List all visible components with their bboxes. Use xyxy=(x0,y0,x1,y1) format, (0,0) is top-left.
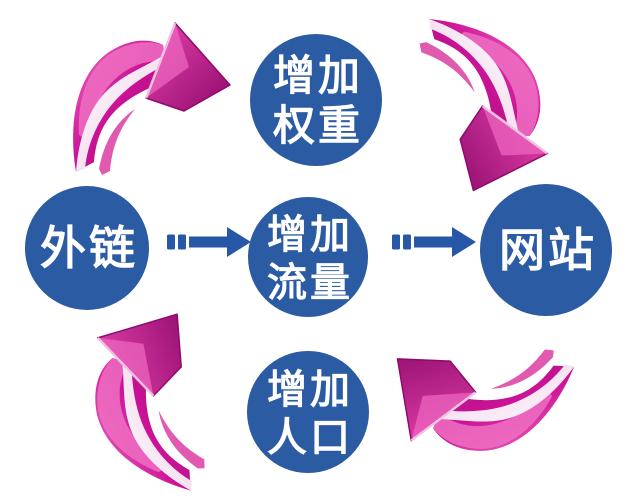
dashed-arrow-left-icon xyxy=(167,227,251,257)
node-label-right: 网站 xyxy=(499,223,597,277)
node-circle-bottom xyxy=(247,351,369,473)
node-label-top-line1: 增加 xyxy=(273,51,363,100)
node-label-center-line2: 流量 xyxy=(267,260,353,306)
node-circle-right xyxy=(480,184,612,316)
node-increase-weight: 增加 权重 xyxy=(250,34,382,166)
node-circle-top xyxy=(250,34,382,166)
node-label-bottom-line2: 人口 xyxy=(267,415,353,461)
node-label-top-line2: 权重 xyxy=(272,101,363,150)
curved-arrow-top-left-icon xyxy=(71,21,232,177)
node-label-center-line1: 增加 xyxy=(267,212,353,258)
node-external-links: 外链 xyxy=(25,186,149,310)
dashed-arrow-right-icon xyxy=(392,227,476,257)
curved-arrow-top-right-icon xyxy=(385,14,576,208)
node-circle-center xyxy=(248,197,368,317)
node-increase-population: 增加 人口 xyxy=(247,351,369,473)
node-website: 网站 xyxy=(480,184,612,316)
node-label-left: 外链 xyxy=(40,221,138,275)
node-increase-traffic: 增加 流量 xyxy=(248,197,368,317)
curved-arrow-bottom-left-icon xyxy=(53,286,260,496)
node-label-bottom-line1: 增加 xyxy=(267,367,353,413)
node-circle-left xyxy=(25,186,149,310)
